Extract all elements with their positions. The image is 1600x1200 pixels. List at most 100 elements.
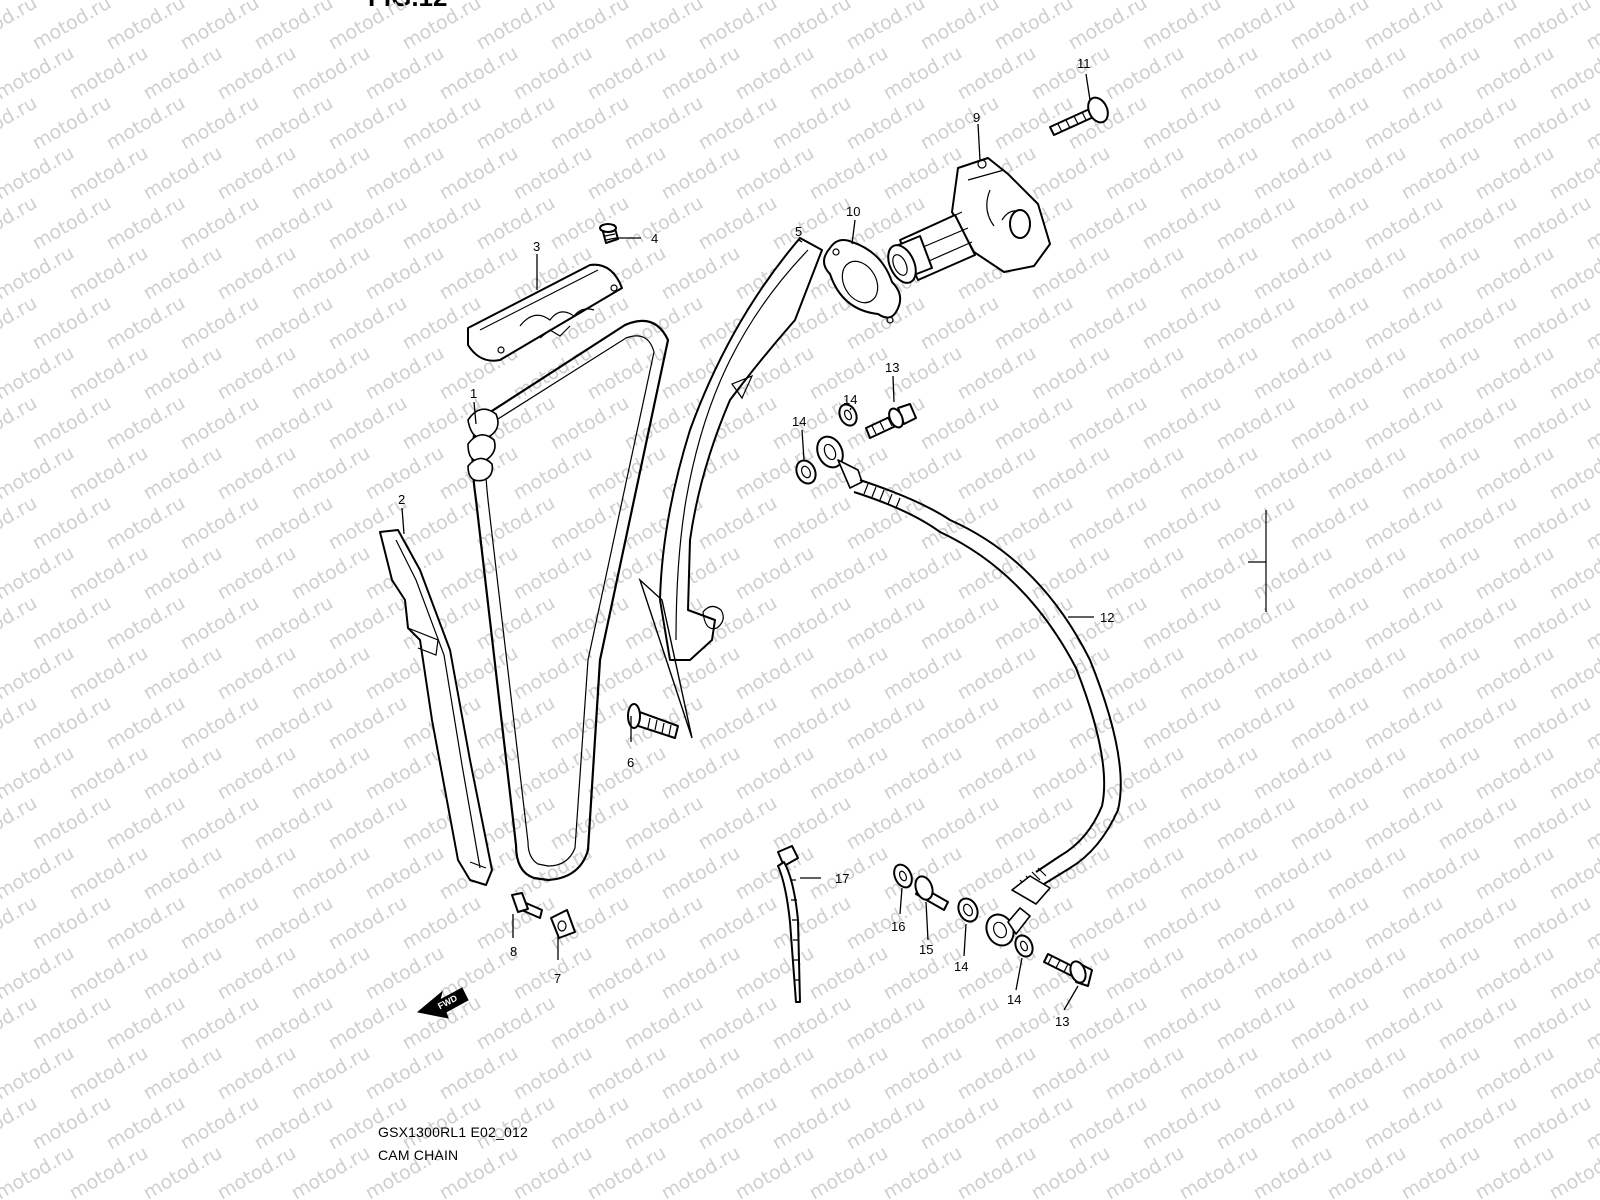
watermark-text: motod.ru bbox=[288, 42, 374, 105]
part-3-chain-guide-cover bbox=[467, 263, 623, 362]
watermark-text: motod.ru bbox=[1435, 392, 1521, 455]
watermark-text: motod.ru bbox=[473, 92, 559, 155]
watermark-text: motod.ru bbox=[1139, 592, 1225, 655]
watermark-text: motod.ru bbox=[1398, 142, 1484, 205]
watermark-text: motod.ru bbox=[177, 792, 263, 855]
watermark-text: motod.ru bbox=[251, 992, 337, 1055]
watermark-text: motod.ru bbox=[1472, 742, 1558, 805]
watermark-text: motod.ru bbox=[1102, 42, 1188, 105]
watermark-text: motod.ru bbox=[917, 92, 1003, 155]
watermark-text: motod.ru bbox=[658, 842, 744, 905]
watermark-text: motod.ru bbox=[1213, 992, 1299, 1055]
callout-17: 17 bbox=[835, 871, 849, 886]
watermark-text: motod.ru bbox=[473, 192, 559, 255]
watermark-text: motod.ru bbox=[584, 642, 670, 705]
watermark-text: motod.ru bbox=[1102, 842, 1188, 905]
watermark-text: motod.ru bbox=[732, 642, 818, 705]
callout-3: 3 bbox=[533, 239, 540, 254]
watermark-text: motod.ru bbox=[1176, 142, 1262, 205]
watermark-text: motod.ru bbox=[621, 0, 707, 54]
watermark-text: motod.ru bbox=[1287, 392, 1373, 455]
watermark-text: motod.ru bbox=[177, 692, 263, 755]
watermark-text: motod.ru bbox=[103, 392, 189, 455]
watermark-text: motod.ru bbox=[325, 792, 411, 855]
watermark-text: motod.ru bbox=[954, 442, 1040, 505]
watermark-text: motod.ru bbox=[547, 0, 633, 54]
watermark-text: motod.ru bbox=[954, 342, 1040, 405]
watermark-text: motod.ru bbox=[1213, 92, 1299, 155]
watermark-text: motod.ru bbox=[288, 242, 374, 305]
watermark-text: motod.ru bbox=[177, 892, 263, 955]
watermark-text: motod.ru bbox=[1287, 892, 1373, 955]
watermark-text: motod.ru bbox=[399, 192, 485, 255]
watermark-text: motod.ru bbox=[991, 492, 1077, 555]
watermark-text: motod.ru bbox=[547, 492, 633, 555]
watermark-text: motod.ru bbox=[769, 1092, 855, 1155]
watermark-text: motod.ru bbox=[806, 142, 892, 205]
watermark-text: motod.ru bbox=[1139, 0, 1225, 54]
watermark-text: motod.ru bbox=[214, 42, 300, 105]
watermark-text: motod.ru bbox=[1250, 942, 1336, 1005]
watermark-text: motod.ru bbox=[1250, 642, 1336, 705]
watermark-text: motod.ru bbox=[1028, 1142, 1114, 1200]
watermark-text: motod.ru bbox=[103, 292, 189, 355]
watermark-text: motod.ru bbox=[1509, 992, 1595, 1055]
watermark-text: motod.ru bbox=[1361, 0, 1447, 54]
watermark-text: motod.ru bbox=[29, 392, 115, 455]
watermark-text: motod.ru bbox=[658, 1042, 744, 1105]
watermark-text: motod.ru bbox=[732, 542, 818, 605]
watermark-text: motod.ru bbox=[436, 42, 522, 105]
watermark-text: motod.ru bbox=[362, 242, 448, 305]
watermark-text: motod.ru bbox=[288, 842, 374, 905]
watermark-text: motod.ru bbox=[769, 92, 855, 155]
watermark-text: motod.ru bbox=[1398, 1142, 1484, 1200]
watermark-text: motod.ru bbox=[547, 392, 633, 455]
watermark-text: motod.ru bbox=[288, 542, 374, 605]
watermark-text: motod.ru bbox=[880, 442, 966, 505]
watermark-text: motod.ru bbox=[325, 92, 411, 155]
watermark-text: motod.ru bbox=[214, 742, 300, 805]
watermark-text: motod.ru bbox=[1435, 692, 1521, 755]
callout-7: 7 bbox=[554, 971, 561, 986]
watermark-text: motod.ru bbox=[1361, 192, 1447, 255]
watermark-text: motod.ru bbox=[1361, 292, 1447, 355]
watermark-text: motod.ru bbox=[769, 892, 855, 955]
watermark-text: motod.ru bbox=[1139, 1092, 1225, 1155]
watermark-text: motod.ru bbox=[1435, 992, 1521, 1055]
watermark-text: motod.ru bbox=[1398, 442, 1484, 505]
watermark-text: motod.ru bbox=[251, 1092, 337, 1155]
part-1-cam-chain bbox=[467, 319, 670, 882]
watermark-text: motod.ru bbox=[621, 992, 707, 1055]
watermark-text: motod.ru bbox=[1102, 1042, 1188, 1105]
watermark-text: motod.ru bbox=[954, 1142, 1040, 1200]
watermark-text: motod.ru bbox=[1435, 792, 1521, 855]
watermark-text: motod.ru bbox=[473, 992, 559, 1055]
watermark-text: motod.ru bbox=[880, 642, 966, 705]
watermark-text: motod.ru bbox=[29, 1092, 115, 1155]
watermark-text: motod.ru bbox=[769, 992, 855, 1055]
watermark-text: motod.ru bbox=[1287, 992, 1373, 1055]
watermark-text: motod.ru bbox=[66, 742, 152, 805]
watermark-text: motod.ru bbox=[1287, 692, 1373, 755]
watermark-text: motod.ru bbox=[658, 942, 744, 1005]
watermark-text: motod.ru bbox=[1139, 392, 1225, 455]
watermark-text: motod.ru bbox=[1250, 442, 1336, 505]
watermark-text: motod.ru bbox=[362, 942, 448, 1005]
watermark-text: motod.ru bbox=[1028, 1042, 1114, 1105]
watermark-text: motod.ru bbox=[1139, 692, 1225, 755]
callout-13-upper: 13 bbox=[885, 360, 899, 375]
watermark-text: motod.ru bbox=[584, 742, 670, 805]
watermark-text: motod.ru bbox=[1361, 792, 1447, 855]
watermark-text: motod.ru bbox=[1139, 892, 1225, 955]
watermark-text: motod.ru bbox=[843, 992, 929, 1055]
watermark-text: motod.ru bbox=[510, 142, 596, 205]
callout-2: 2 bbox=[398, 492, 405, 507]
watermark-text: motod.ru bbox=[880, 1142, 966, 1200]
watermark-text: motod.ru bbox=[880, 42, 966, 105]
watermark-text: motod.ru bbox=[140, 342, 226, 405]
watermark-text: motod.ru bbox=[1065, 892, 1151, 955]
watermark-text: motod.ru bbox=[991, 392, 1077, 455]
watermark-text: motod.ru bbox=[325, 392, 411, 455]
watermark-text: motod.ru bbox=[1065, 792, 1151, 855]
